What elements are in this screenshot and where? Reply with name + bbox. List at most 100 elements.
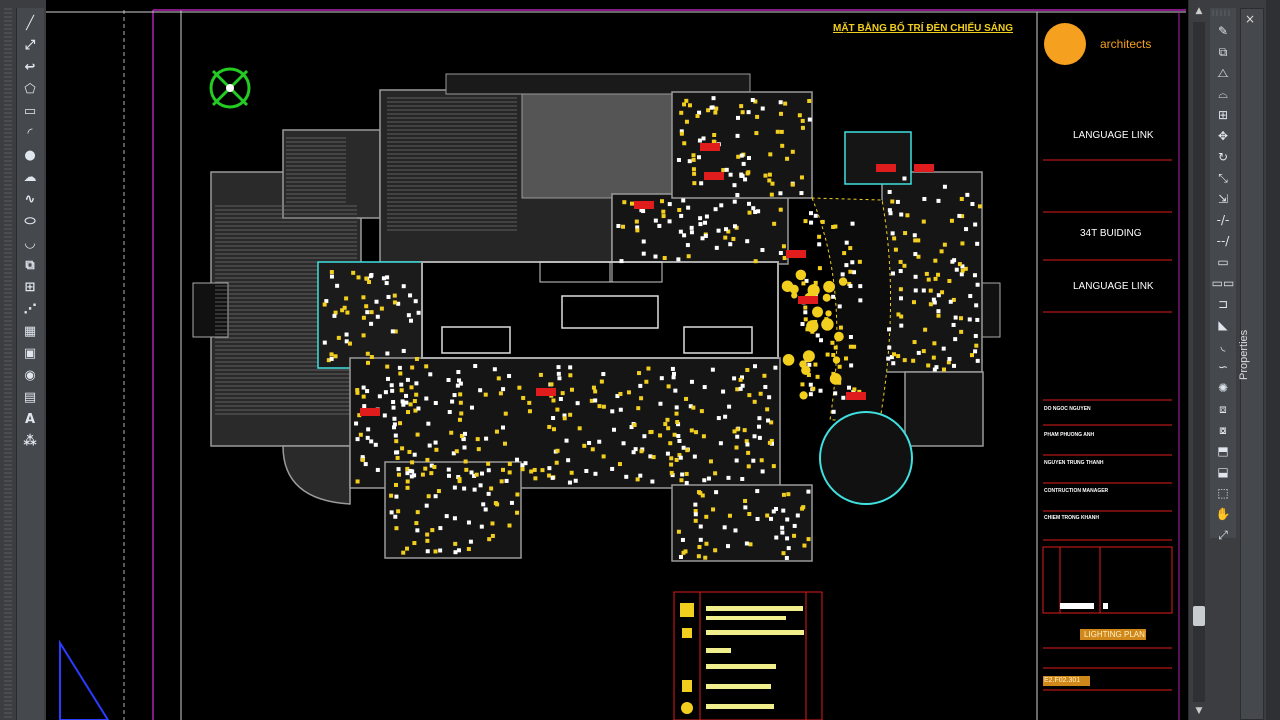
light-fixture xyxy=(965,192,970,197)
light-fixture xyxy=(732,376,737,381)
add-selected-tool[interactable]: ⁂ xyxy=(23,433,37,449)
light-fixture xyxy=(696,490,701,495)
rotate-tool[interactable]: ↻ xyxy=(1217,150,1229,164)
light-fixture xyxy=(618,407,623,412)
light-fixture xyxy=(322,302,327,307)
draw-order-back-tool[interactable]: ⧇ xyxy=(1219,422,1227,437)
bring-above-tool[interactable]: ⬒ xyxy=(1217,444,1229,458)
ellipse-tool[interactable]: ⬭ xyxy=(24,213,36,229)
multiline-text-tool[interactable]: A xyxy=(24,411,36,427)
drawing-canvas[interactable]: MẶT BẰNG BỐ TRÍ ĐÈN CHIẾU SÁNG architect… xyxy=(46,0,1188,720)
light-fixture xyxy=(347,341,352,346)
explode-tool[interactable]: ✺ xyxy=(1217,381,1229,395)
send-under-tool[interactable]: ⬓ xyxy=(1217,465,1229,479)
light-fixture xyxy=(759,458,764,463)
spline-tool[interactable]: ∿ xyxy=(24,191,36,207)
light-fixture xyxy=(472,473,477,478)
table-tool[interactable]: ▤ xyxy=(23,389,37,405)
light-fixture xyxy=(703,233,708,238)
region-tool[interactable]: ◉ xyxy=(24,367,36,383)
close-icon[interactable]: × xyxy=(1245,12,1256,26)
light-fixture xyxy=(424,364,429,369)
erase-tool[interactable]: ✎ xyxy=(1217,24,1229,38)
light-fixture xyxy=(974,303,979,308)
insert-block-tool[interactable]: ⧉ xyxy=(25,257,35,273)
break-at-point-tool[interactable]: ▭ xyxy=(1217,255,1229,269)
trim-tool[interactable]: -/- xyxy=(1216,213,1230,227)
fillet-tool[interactable]: ◟ xyxy=(1220,339,1226,353)
light-fixture xyxy=(783,101,788,106)
light-fixture xyxy=(936,313,941,318)
light-fixture xyxy=(732,199,737,204)
light-fixture xyxy=(408,293,413,298)
zoom-extents-tool[interactable]: ⤢ xyxy=(1218,527,1228,542)
scale-tool[interactable]: ⤡ xyxy=(1218,170,1228,185)
light-fixture xyxy=(727,404,732,409)
light-fixture xyxy=(401,550,406,555)
rectangle-tool[interactable]: ▭ xyxy=(23,103,37,119)
text-front-tool[interactable]: ⬚ xyxy=(1217,486,1229,500)
light-fixture xyxy=(682,102,687,107)
array-tool[interactable]: ⊞ xyxy=(1217,108,1229,122)
arc-tool[interactable]: ◜ xyxy=(27,125,33,141)
toolbar-grip[interactable] xyxy=(1212,10,1232,16)
blend-curves-tool[interactable]: ∽ xyxy=(1217,360,1229,374)
polygon-tool[interactable]: ⬠ xyxy=(24,81,36,97)
line-tool[interactable]: ╱ xyxy=(26,15,34,31)
light-fixture xyxy=(631,450,636,455)
mirror-tool[interactable]: ⧍ xyxy=(1217,65,1229,80)
light-fixture xyxy=(977,204,982,209)
gradient-tool[interactable]: ▣ xyxy=(23,345,37,361)
make-block-tool[interactable]: ⊞ xyxy=(24,279,36,295)
light-fixture xyxy=(355,437,360,442)
chamfer-tool[interactable]: ◣ xyxy=(1218,318,1228,332)
light-fixture xyxy=(415,510,420,515)
extend-tool[interactable]: --/ xyxy=(1216,234,1230,248)
scroll-track[interactable] xyxy=(1193,22,1205,702)
offset-tool[interactable]: ⌓ xyxy=(1218,86,1228,101)
scroll-thumb[interactable] xyxy=(1193,606,1205,626)
stretch-tool[interactable]: ⇲ xyxy=(1217,192,1229,206)
draw-order-front-tool[interactable]: ⧈ xyxy=(1219,401,1227,416)
light-fixture xyxy=(428,372,433,377)
light-fixture xyxy=(928,302,933,307)
circle-tool[interactable]: ● xyxy=(24,147,36,163)
toolbar-grip[interactable] xyxy=(4,8,12,720)
light-fixture xyxy=(568,373,573,378)
light-fixture xyxy=(562,416,567,421)
copy-tool[interactable]: ⧉ xyxy=(1218,44,1228,59)
vertical-scrollbar[interactable]: ▲ ▼ xyxy=(1188,0,1208,720)
point-tool[interactable]: ⋰ xyxy=(23,301,37,317)
light-fixture xyxy=(591,385,596,390)
break-tool[interactable]: ▭▭ xyxy=(1211,276,1235,290)
ellipse-arc-tool[interactable]: ◡ xyxy=(25,235,35,251)
revision-cloud-tool[interactable]: ☁ xyxy=(23,169,37,185)
light-fixture xyxy=(408,468,413,473)
light-fixture xyxy=(703,555,708,560)
light-fixture xyxy=(416,310,421,315)
light-fixture xyxy=(800,506,805,511)
light-fixture xyxy=(601,372,606,377)
construction-line-tool[interactable]: ⤢ xyxy=(24,37,36,53)
light-fixture xyxy=(767,395,772,400)
light-fixture xyxy=(635,225,640,230)
light-fixture xyxy=(770,441,775,446)
light-fixture xyxy=(808,211,813,216)
light-fixture xyxy=(472,487,477,492)
pan-tool[interactable]: ✋ xyxy=(1215,507,1231,521)
scroll-up-icon[interactable]: ▲ xyxy=(1195,6,1203,16)
light-fixture xyxy=(902,263,907,268)
polyline-tool[interactable]: ↩ xyxy=(24,59,36,75)
scroll-down-icon[interactable]: ▼ xyxy=(1195,706,1203,716)
hatch-tool[interactable]: ▦ xyxy=(23,323,37,339)
properties-tab[interactable] xyxy=(1240,8,1264,720)
light-fixture xyxy=(831,224,836,229)
light-fixture xyxy=(392,293,397,298)
light-fixture xyxy=(636,406,641,411)
light-fixture xyxy=(747,201,752,206)
downlight xyxy=(823,280,835,293)
light-fixture xyxy=(833,391,838,396)
move-tool[interactable]: ✥ xyxy=(1217,129,1229,143)
join-tool[interactable]: ⊐ xyxy=(1217,297,1229,311)
properties-label[interactable]: Properties xyxy=(1238,329,1250,380)
